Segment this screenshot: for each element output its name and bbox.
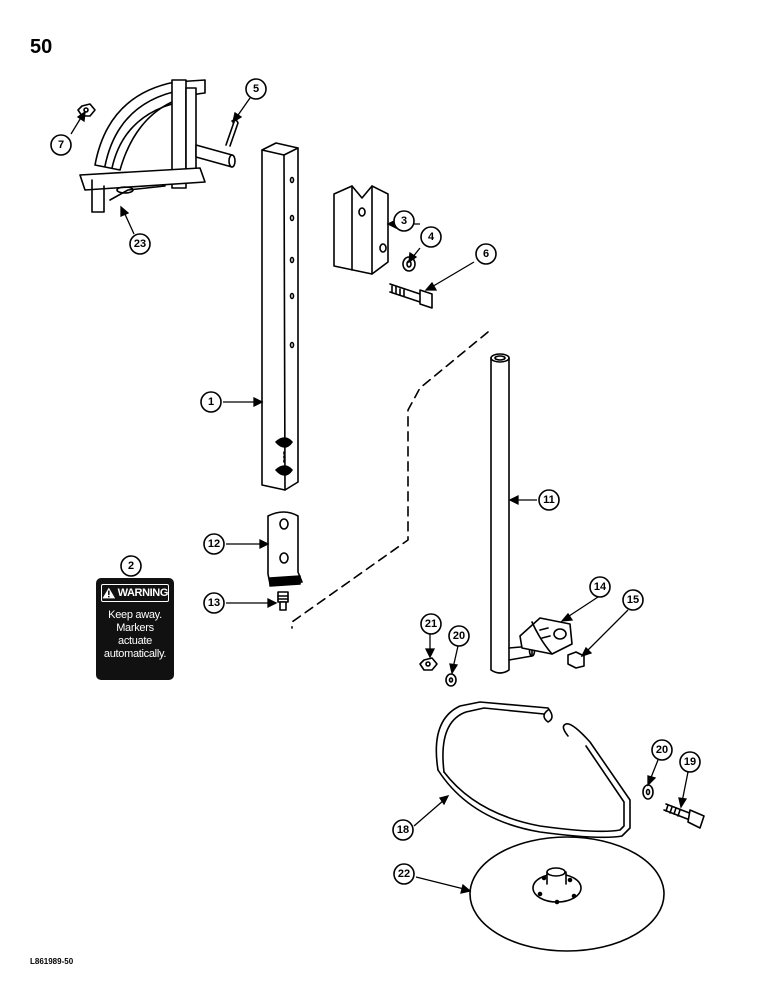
leader-20a xyxy=(449,645,459,675)
part-21-nut xyxy=(419,657,438,671)
part-20b-washer xyxy=(642,784,654,800)
leader-18 xyxy=(413,795,450,827)
leader-11 xyxy=(508,494,537,506)
leader-4 xyxy=(408,247,421,264)
part-22-disc xyxy=(469,836,665,952)
callout-15 xyxy=(622,589,644,611)
callout-4-label: 4 xyxy=(428,231,435,243)
callout-1-label: 1 xyxy=(208,396,214,408)
callout-11 xyxy=(538,489,560,511)
warning-line-2: Markers xyxy=(116,622,154,634)
warning-triangle-icon xyxy=(102,587,116,599)
leader-21 xyxy=(424,634,436,659)
callout-7 xyxy=(50,134,72,156)
part-11-rod xyxy=(490,353,536,674)
part-15-bolt xyxy=(567,651,585,669)
callout-3-label: 3 xyxy=(401,215,407,227)
callout-3 xyxy=(393,210,415,232)
part-23-bracket xyxy=(79,79,236,213)
leader-6 xyxy=(424,261,475,291)
callout-11-label: 11 xyxy=(543,494,555,506)
callout-2 xyxy=(120,555,142,577)
callout-20b xyxy=(651,739,673,761)
callout-22-label: 22 xyxy=(398,868,410,880)
leader-19 xyxy=(678,771,689,809)
figure-code: L861989-50 xyxy=(30,957,74,966)
part-14-clamp xyxy=(519,617,573,655)
callout-22 xyxy=(393,863,415,885)
leader-23 xyxy=(120,205,135,235)
leader-15 xyxy=(580,609,629,658)
assembly-dashed-line xyxy=(291,331,489,629)
callout-7-label: 7 xyxy=(58,139,64,151)
part-1-tube xyxy=(261,142,299,491)
leader-22 xyxy=(415,876,472,894)
warning-header-text: WARNING xyxy=(117,587,169,599)
callout-18-label: 18 xyxy=(397,824,409,836)
callout-23-label: 23 xyxy=(134,238,146,250)
leader-5 xyxy=(232,97,251,124)
part-7-nut xyxy=(77,103,96,117)
part-19-bolt xyxy=(663,803,705,829)
warning-decal: WARNING Keep away. Markers actuate autom… xyxy=(96,578,174,680)
leader-13 xyxy=(226,597,278,609)
callout-19-label: 19 xyxy=(684,756,696,768)
callout-14 xyxy=(589,576,611,598)
callout-2-label: 2 xyxy=(128,560,134,572)
warning-decal-header: WARNING xyxy=(101,584,169,602)
callout-5-label: 5 xyxy=(253,83,259,95)
leader-7 xyxy=(70,110,86,135)
part-18-wire xyxy=(435,701,631,839)
page-number: 50 xyxy=(30,36,53,58)
callout-23 xyxy=(129,233,151,255)
leader-20b xyxy=(647,759,659,787)
warning-line-3: actuate xyxy=(118,635,152,647)
callout-12-label: 12 xyxy=(208,538,220,550)
part-3-bracket xyxy=(333,185,389,275)
callout-4 xyxy=(420,226,442,248)
callout-12 xyxy=(203,533,225,555)
warning-line-1: Keep away. xyxy=(108,609,162,621)
callout-21-label: 21 xyxy=(425,618,437,630)
callout-19 xyxy=(679,751,701,773)
leader-14 xyxy=(560,596,599,622)
leader-1 xyxy=(223,396,264,408)
part-12-insert xyxy=(267,511,303,587)
callout-6-label: 6 xyxy=(483,248,489,260)
callout-13 xyxy=(203,592,225,614)
callout-21 xyxy=(420,613,442,635)
part-6-bolt xyxy=(389,283,433,309)
callout-13-label: 13 xyxy=(208,597,220,609)
leader-12 xyxy=(226,538,270,550)
callout-6 xyxy=(475,243,497,265)
part-13-screw xyxy=(277,591,289,611)
callout-1 xyxy=(200,391,222,413)
warning-line-4: automatically. xyxy=(103,648,167,660)
callout-14-label: 14 xyxy=(594,581,607,593)
part-20a-washer xyxy=(445,673,457,687)
part-5-pin xyxy=(225,119,239,147)
callout-20b-label: 20 xyxy=(656,744,668,756)
callout-18 xyxy=(392,819,414,841)
callout-20a-label: 20 xyxy=(453,630,465,642)
callout-20a xyxy=(448,625,470,647)
callout-5 xyxy=(245,78,267,100)
callout-15-label: 15 xyxy=(627,594,639,606)
